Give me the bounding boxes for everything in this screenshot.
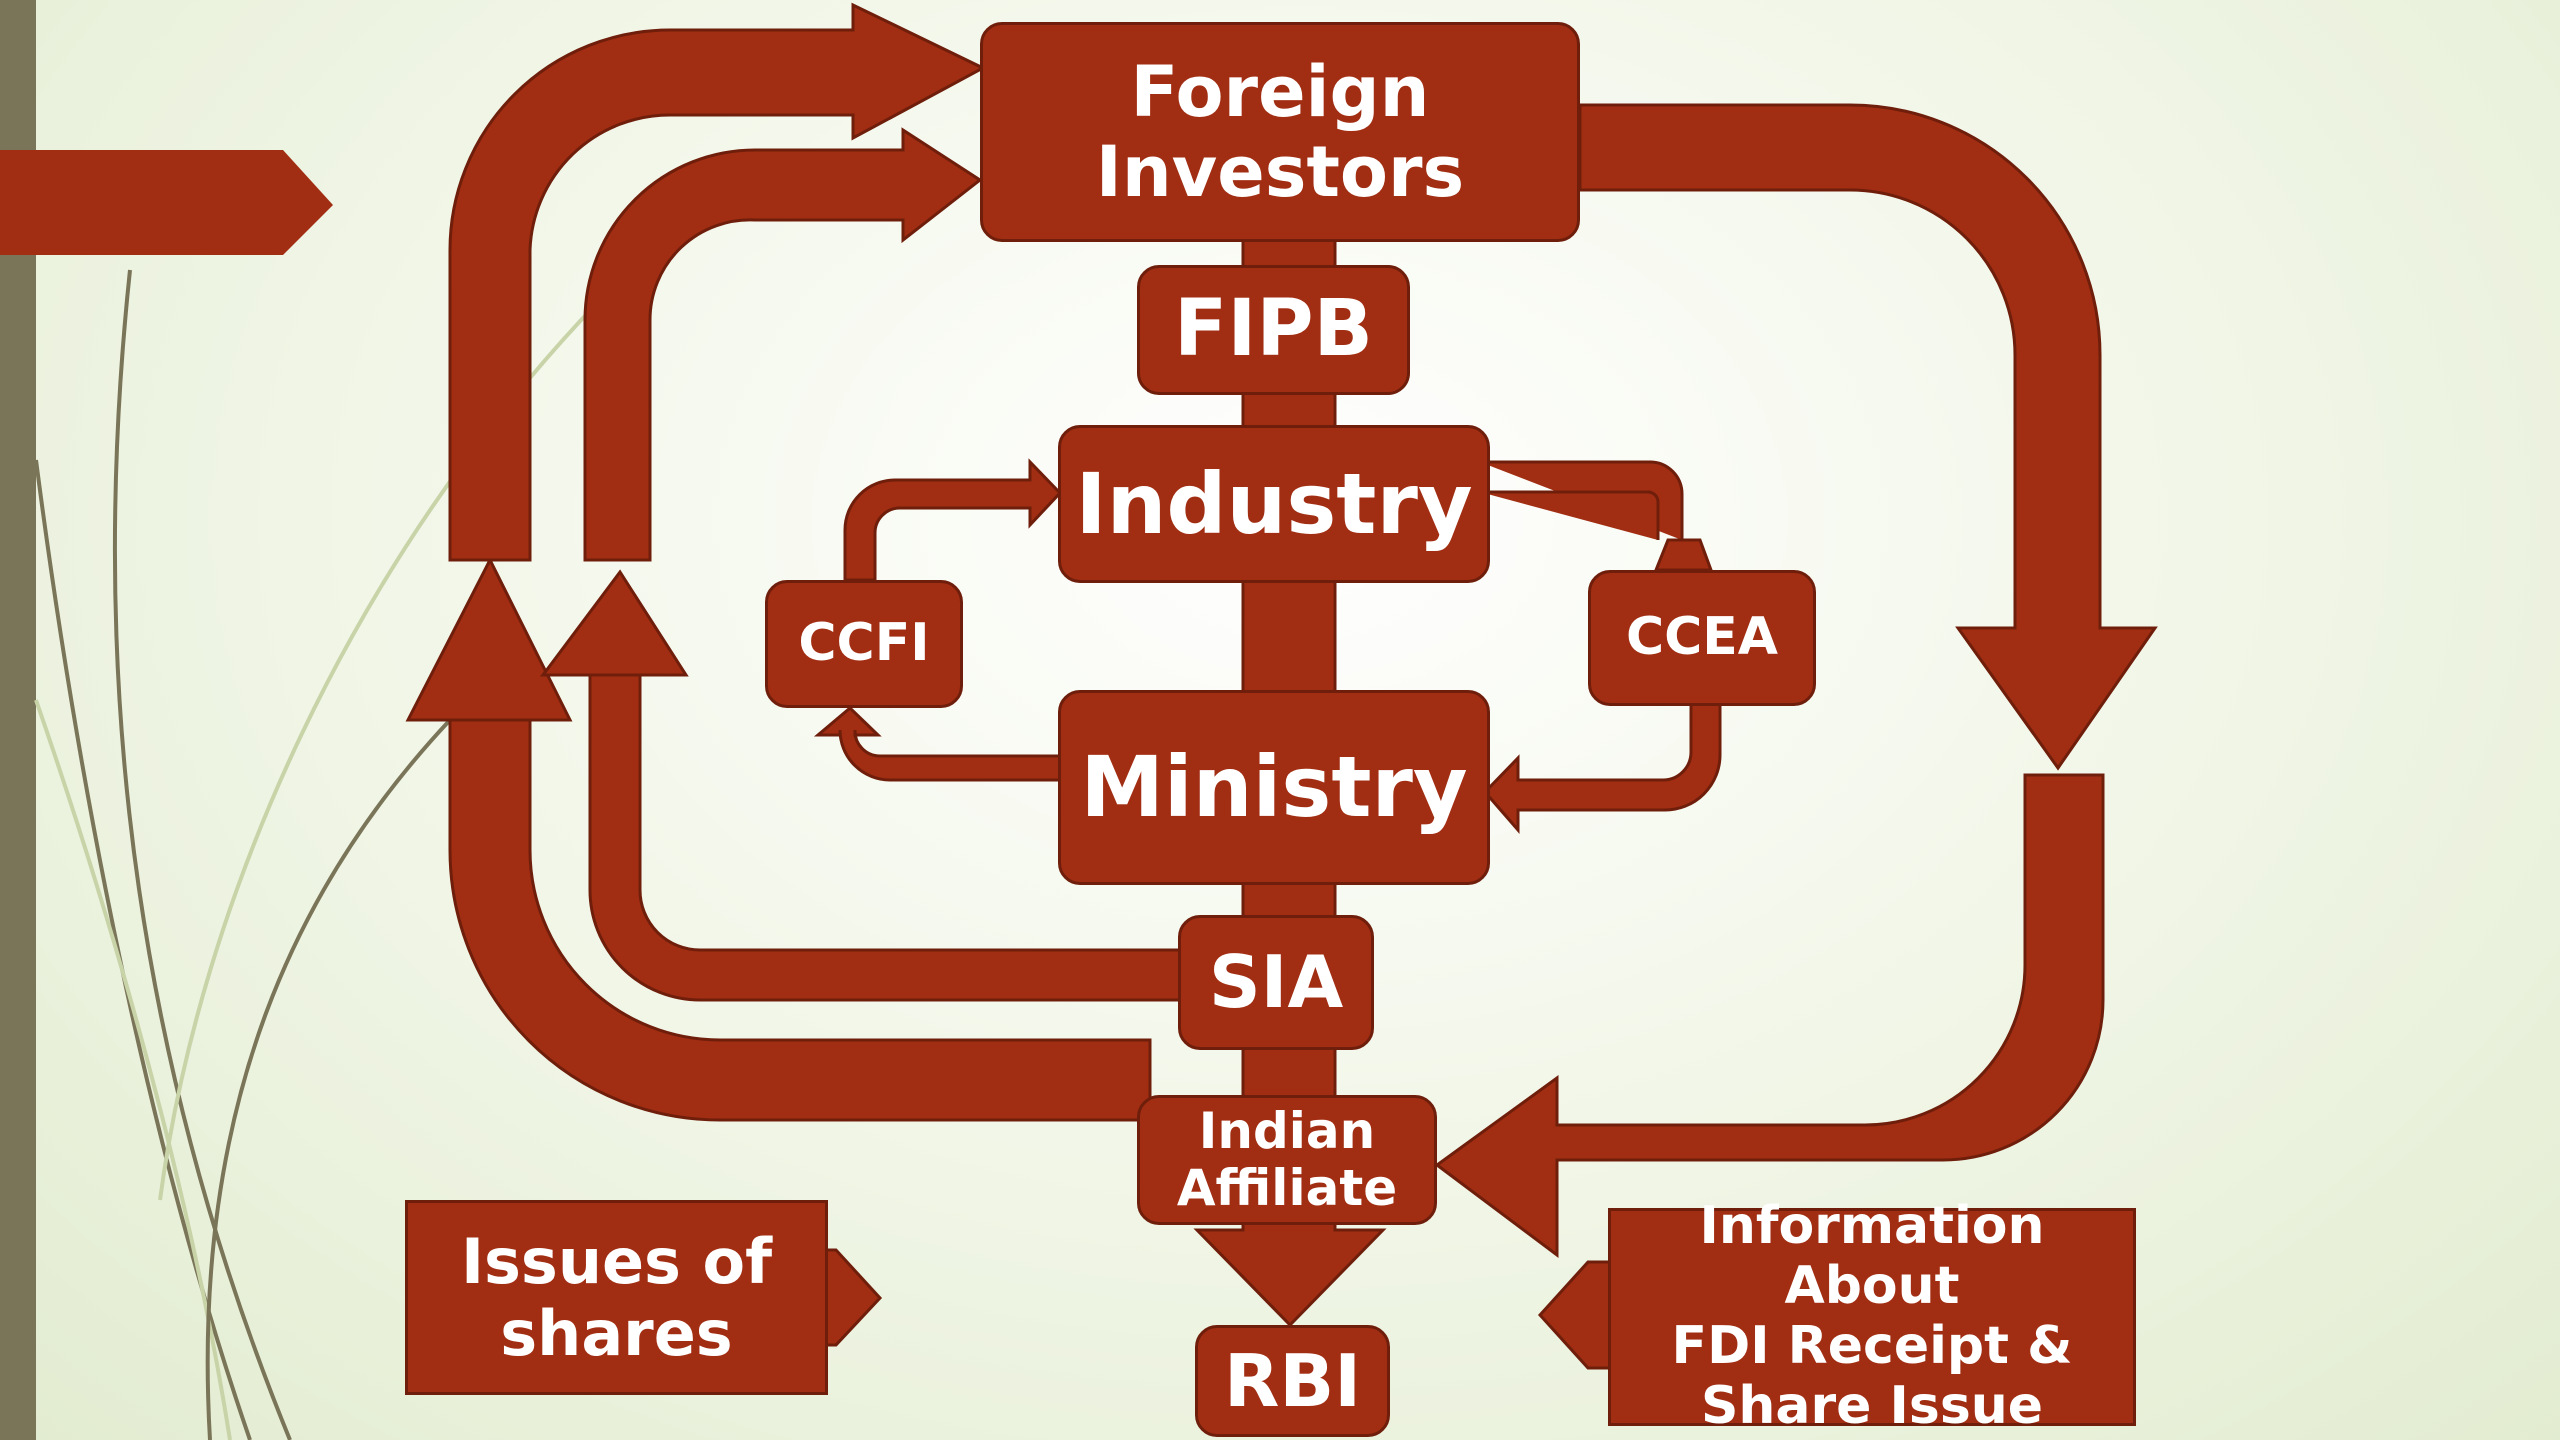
arrow-affiliate-to-rbi bbox=[1193, 1213, 1387, 1328]
arrow-investors-to-affiliate bbox=[1578, 103, 2158, 771]
arrow-outer-up-shaft bbox=[448, 2, 987, 562]
fipb-label: FIPB bbox=[1174, 284, 1373, 375]
arrow-ccfi-to-industry bbox=[843, 458, 1063, 582]
arrow-issues-pointer bbox=[824, 1248, 883, 1347]
fdi-info-line3: Share Issue bbox=[1700, 1375, 2044, 1436]
ccfi-label: CCFI bbox=[798, 613, 930, 674]
indian-affiliate-line1: Indian bbox=[1198, 1101, 1376, 1160]
foreign-investors-line1: Foreign bbox=[1130, 50, 1430, 133]
issues-line1: Issues of bbox=[460, 1225, 773, 1299]
node-sia: SIA bbox=[1178, 915, 1374, 1050]
sia-label: SIA bbox=[1208, 940, 1344, 1025]
node-industry: Industry bbox=[1058, 425, 1490, 583]
node-ccfi: CCFI bbox=[765, 580, 963, 708]
arrow-fdi-pointer bbox=[1537, 1260, 1612, 1370]
indian-affiliate-line2: Affiliate bbox=[1176, 1159, 1398, 1217]
node-rbi: RBI bbox=[1195, 1325, 1390, 1437]
arrow-right-return bbox=[1434, 773, 2105, 1258]
ccea-label: CCEA bbox=[1625, 607, 1779, 668]
arrow-ccea-to-ministry bbox=[1482, 698, 1722, 835]
arrow-ministry-to-ccfi bbox=[813, 705, 1067, 782]
industry-label: Industry bbox=[1075, 454, 1473, 553]
fdi-info-line1: Information About bbox=[1699, 1196, 2045, 1317]
node-foreign-investors: Foreign Investors bbox=[980, 22, 1580, 242]
slide-banner-tab bbox=[0, 150, 333, 255]
issues-line2: shares bbox=[500, 1296, 733, 1370]
fdi-info-line2: FDI Receipt & bbox=[1671, 1316, 2073, 1376]
node-indian-affiliate: Indian Affiliate bbox=[1137, 1095, 1437, 1225]
arrow-industry-to-ccea bbox=[1480, 460, 1714, 572]
node-fipb: FIPB bbox=[1137, 265, 1410, 395]
rbi-label: RBI bbox=[1223, 1338, 1362, 1423]
node-ministry: Ministry bbox=[1058, 690, 1490, 885]
node-fdi-information: Information About FDI Receipt & Share Is… bbox=[1608, 1197, 2136, 1436]
foreign-investors-line2: Investors bbox=[1095, 131, 1465, 213]
arrow-sia-to-investors-inner bbox=[540, 569, 1182, 1002]
node-issues-of-shares: Issues of shares bbox=[405, 1200, 828, 1395]
ministry-label: Ministry bbox=[1080, 738, 1468, 837]
arrow-inner-up-shaft bbox=[583, 127, 983, 562]
node-ccea: CCEA bbox=[1588, 570, 1816, 706]
arrow-affiliate-to-investors-outer bbox=[405, 556, 1152, 1122]
